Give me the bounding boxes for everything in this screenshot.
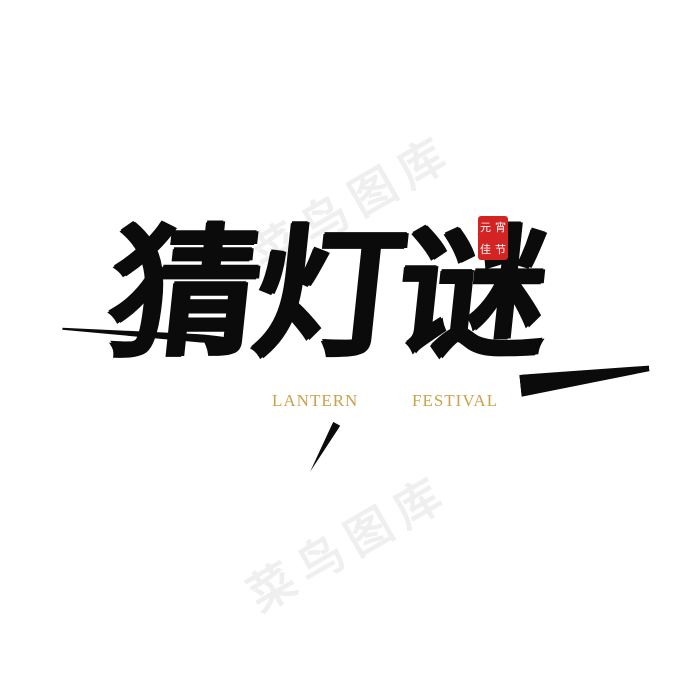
brush-stroke-tail: [306, 421, 341, 474]
subtitle-festival: FESTIVAL: [412, 391, 499, 410]
seal-char-4: 节: [495, 242, 506, 256]
watermark-bottom: 菜鸟图库: [238, 463, 460, 623]
subtitle-lantern: LANTERN: [272, 391, 359, 410]
seal-char-2: 宵: [495, 220, 506, 234]
brush-stroke-right: [519, 361, 651, 396]
seal-char-1: 元: [480, 220, 491, 234]
red-seal-stamp: 元 宵 佳 节: [478, 216, 508, 260]
seal-char-3: 佳: [480, 242, 491, 256]
